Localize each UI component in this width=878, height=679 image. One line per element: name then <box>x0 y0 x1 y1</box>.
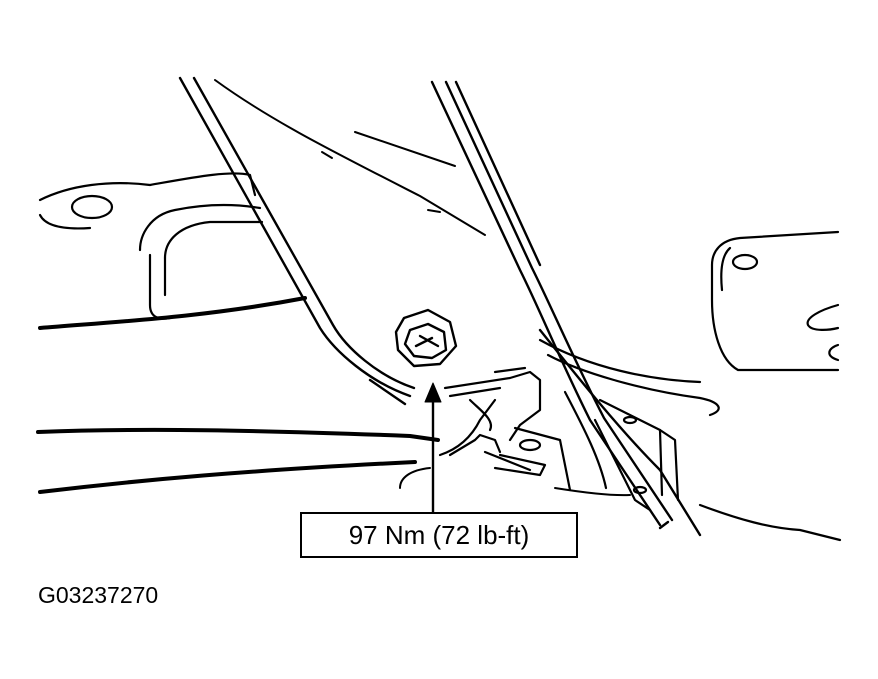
upper-panel-lines <box>214 79 486 236</box>
mounting-bracket <box>438 366 608 492</box>
figure-id: G03237270 <box>38 582 159 608</box>
torque-callout: 97 Nm (72 lb-ft) <box>300 512 578 558</box>
floor-panel <box>399 467 631 497</box>
left-diagonal-rail <box>178 76 416 406</box>
right-diagonal-rail <box>430 80 702 537</box>
bolt-icon <box>394 308 458 368</box>
crossmember-beam <box>36 296 440 494</box>
right-side-bracket <box>538 338 842 542</box>
upper-left-bracket <box>38 172 264 320</box>
torque-spec-label: 97 Nm (72 lb-ft) <box>348 519 530 550</box>
leader-arrow <box>424 382 442 514</box>
right-plate <box>710 230 840 372</box>
